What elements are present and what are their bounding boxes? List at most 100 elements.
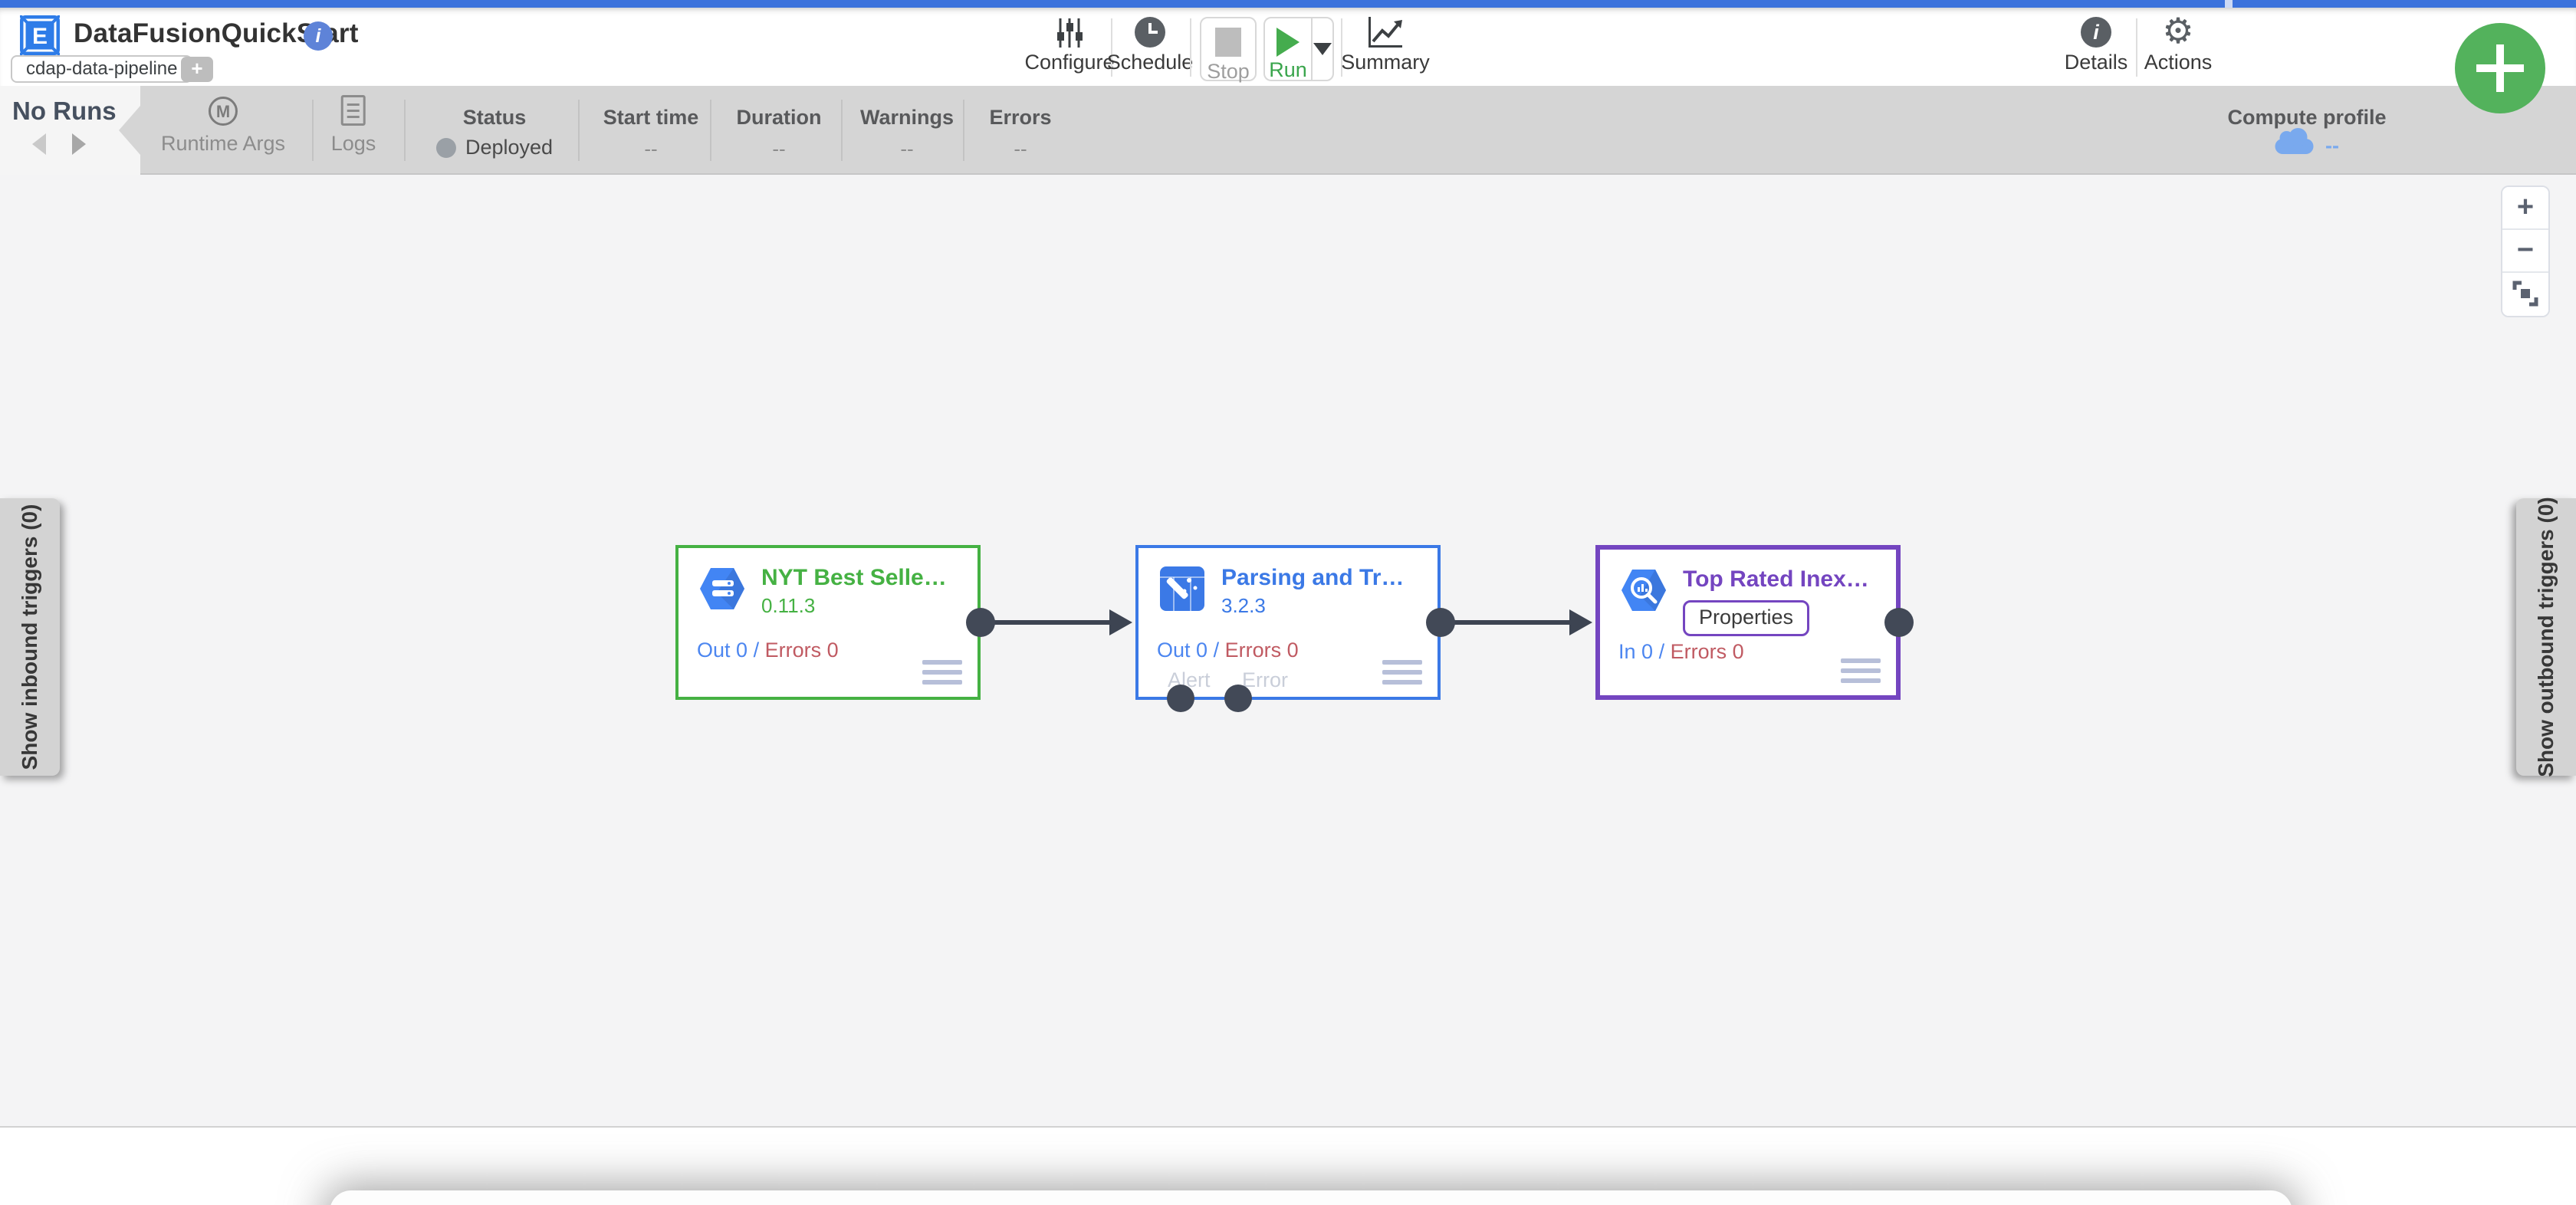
runbar-divider — [963, 100, 964, 161]
pipeline-type-badge: cdap-data-pipeline — [11, 55, 193, 83]
start-time-label: Start time — [603, 106, 699, 129]
sliders-icon — [1057, 18, 1083, 48]
macro-m-icon: M — [208, 97, 238, 126]
errors-field: Errors -- — [989, 86, 1051, 175]
run-button-group: Run — [1263, 17, 1334, 81]
node-metrics: Out 0 / Errors 0 — [697, 639, 839, 662]
status-value: Deployed — [465, 136, 554, 159]
out-metric[interactable]: Out 0 — [1157, 639, 1208, 662]
stop-label: Stop — [1207, 60, 1250, 83]
gear-icon: ⚙ — [2162, 10, 2194, 51]
no-runs-label: No Runs — [12, 97, 117, 125]
outbound-triggers-label: Show outbound triggers (0) — [2534, 497, 2558, 777]
node-version: 0.11.3 — [761, 594, 816, 617]
runbar-divider — [578, 100, 580, 161]
pipeline-canvas[interactable]: + − Show inbound triggers (0) Show outbo… — [0, 175, 2576, 1128]
node-nyt-best-sellers[interactable]: NYT Best Selle… 0.11.3 Out 0 / Errors 0 — [675, 545, 995, 700]
run-button[interactable]: Run — [1265, 18, 1313, 81]
connection-arrow-icon — [1569, 609, 1592, 635]
zoom-out-button[interactable]: − — [2502, 230, 2548, 273]
connection-line[interactable] — [1454, 620, 1574, 625]
next-run-arrow-icon[interactable] — [72, 133, 86, 155]
alert-port[interactable] — [1167, 685, 1194, 712]
add-entity-fab[interactable] — [2455, 23, 2545, 113]
node-title: Parsing and Tr… — [1221, 565, 1405, 590]
outbound-triggers-tab[interactable]: Show outbound triggers (0) — [2516, 497, 2576, 777]
compute-profile-field[interactable]: Compute profile -- — [2228, 86, 2387, 175]
chart-line-icon — [1368, 17, 1402, 48]
node-menu-button[interactable] — [922, 660, 962, 685]
add-tag-button[interactable]: + — [181, 57, 213, 82]
runbar-divider — [710, 100, 711, 161]
node-parsing-transform[interactable]: Parsing and Tr… 3.2.3 Out 0 / Errors 0 A… — [1135, 545, 1455, 712]
bigquery-hexagon-icon — [1622, 570, 1666, 611]
summary-label: Summary — [1341, 51, 1430, 74]
top-nav-tick — [2225, 0, 2233, 8]
node-metrics: Out 0 / Errors 0 — [1157, 639, 1299, 662]
duration-value: -- — [772, 137, 786, 160]
node-title: Top Rated Inex… — [1683, 566, 1869, 592]
logs-label: Logs — [330, 132, 376, 155]
chevron-down-icon — [1313, 43, 1332, 55]
output-port[interactable] — [1884, 608, 1914, 637]
compute-profile-label: Compute profile — [2227, 106, 2387, 129]
errors-label: Errors — [989, 106, 1052, 129]
canvas-zoom-controls: + − — [2501, 186, 2550, 317]
status-field: Status Deployed — [435, 86, 554, 175]
actions-label: Actions — [2144, 51, 2213, 74]
stop-button[interactable]: Stop — [1200, 17, 1257, 83]
error-port[interactable] — [1224, 685, 1252, 712]
pipeline-studio-logo-icon: E — [20, 15, 60, 55]
inbound-triggers-tab[interactable]: Show inbound triggers (0) — [0, 498, 60, 776]
minus-icon: − — [2516, 234, 2535, 266]
output-port[interactable] — [1426, 608, 1455, 637]
cloud-icon — [2275, 127, 2313, 154]
runbar-divider — [404, 100, 406, 161]
output-port[interactable] — [966, 608, 995, 637]
connection-arrow-icon — [1109, 609, 1132, 635]
toolbar-divider — [1190, 18, 1191, 77]
properties-button[interactable]: Properties — [1683, 600, 1810, 636]
fit-to-screen-button[interactable] — [2502, 273, 2548, 316]
bottom-panel-shadow — [330, 1190, 2292, 1205]
node-menu-button[interactable] — [1382, 660, 1422, 685]
zoom-in-button[interactable]: + — [2502, 187, 2548, 230]
previous-run-arrow-icon[interactable] — [32, 133, 46, 155]
configure-label: Configure — [1024, 51, 1115, 74]
svg-text:E: E — [32, 24, 48, 49]
out-metric[interactable]: Out 0 — [697, 639, 748, 662]
node-top-rated-sink[interactable]: Top Rated Inex… Properties In 0 / Errors… — [1595, 545, 1914, 700]
runtime-args-button[interactable]: M Runtime Args — [161, 86, 285, 175]
errors-metric[interactable]: Errors 0 — [1670, 640, 1744, 663]
pipeline-header: E DataFusionQuickStart i cdap-data-pipel… — [0, 8, 2576, 86]
hamburger-icon — [922, 660, 962, 665]
node-menu-button[interactable] — [1841, 658, 1881, 683]
run-label: Run — [1269, 58, 1307, 81]
bottom-area — [0, 1129, 2576, 1205]
errors-metric[interactable]: Errors 0 — [1224, 639, 1299, 662]
runs-pager: No Runs — [0, 86, 140, 175]
errors-metric[interactable]: Errors 0 — [764, 639, 839, 662]
logs-button[interactable]: Logs — [331, 86, 376, 175]
clock-icon — [1135, 17, 1165, 48]
info-icon: i — [2081, 17, 2111, 48]
run-options-dropdown[interactable] — [1313, 18, 1332, 80]
fit-screen-icon — [2512, 281, 2538, 307]
connection-line[interactable] — [994, 620, 1114, 625]
node-title: NYT Best Selle… — [761, 565, 947, 590]
hamburger-icon — [1841, 658, 1881, 663]
status-label: Status — [462, 106, 527, 129]
details-label: Details — [2064, 51, 2128, 74]
wrangler-wand-icon — [1160, 566, 1204, 611]
pipeline-info-icon[interactable]: i — [304, 21, 333, 51]
in-metric[interactable]: In 0 — [1618, 640, 1654, 663]
toolbar-divider — [1111, 18, 1112, 77]
warnings-label: Warnings — [859, 106, 955, 129]
plus-icon: + — [2516, 191, 2535, 223]
error-port-label: Error — [1242, 668, 1289, 691]
datastore-hexagon-icon — [700, 568, 744, 609]
runbar-divider — [312, 100, 314, 161]
errors-value: -- — [1014, 137, 1027, 160]
document-icon — [341, 95, 366, 126]
duration-field: Duration -- — [737, 86, 822, 175]
